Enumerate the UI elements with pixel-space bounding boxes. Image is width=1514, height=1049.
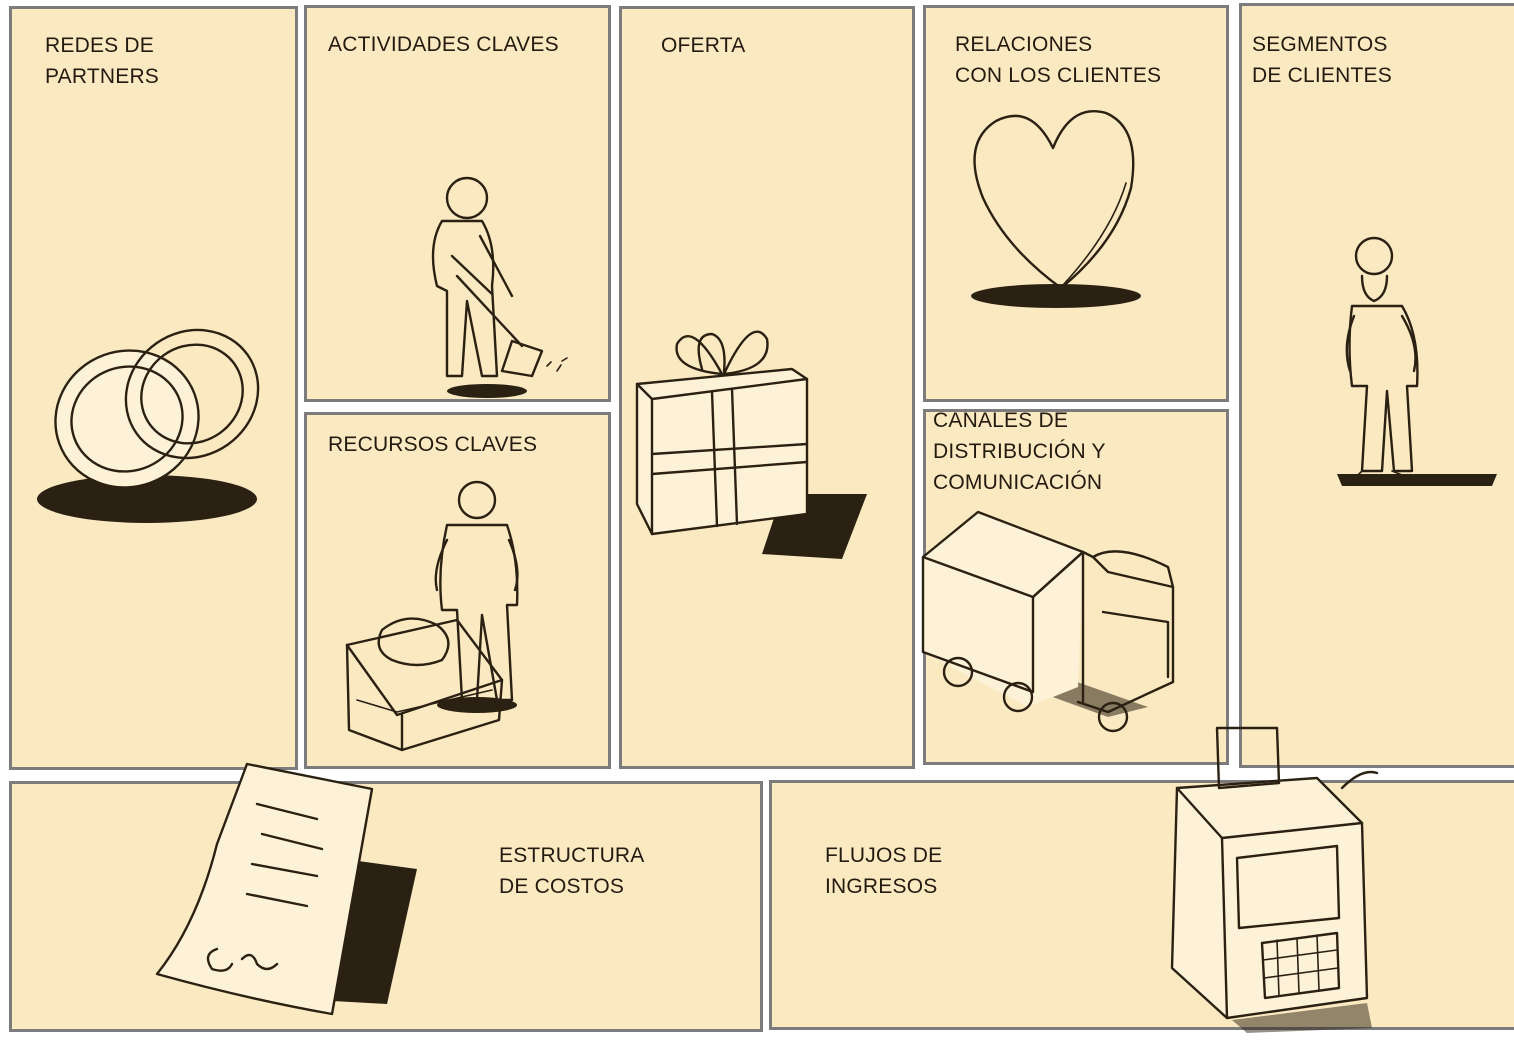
cash-register-icon (1170, 726, 1379, 1033)
gift-box-icon (635, 330, 867, 559)
person-digging-icon (431, 176, 568, 398)
block-customer-segments-label: SEGMENTOS DE CLIENTES (1252, 33, 1392, 87)
block-key-activities: ACTIVIDADES CLAVES (304, 5, 611, 402)
block-cost-structure: ESTRUCTURA DE COSTOS (9, 762, 763, 1032)
truck-icon (921, 510, 1175, 733)
block-customer-relationships: RELACIONES CON LOS CLIENTES (923, 5, 1229, 402)
block-key-resources-label: RECURSOS CLAVES (328, 433, 538, 456)
block-value-proposition-label: OFERTA (661, 34, 746, 57)
block-value-proposition: OFERTA (619, 6, 915, 769)
block-customer-relationships-label: RELACIONES CON LOS CLIENTES (955, 33, 1162, 87)
interlocked-rings-icon (37, 328, 260, 523)
heart-icon (971, 110, 1141, 308)
bill-receipt-icon (155, 762, 417, 1016)
block-customer-segments: SEGMENTOS DE CLIENTES (1239, 3, 1514, 768)
block-revenue-streams-label: FLUJOS DE INGRESOS (825, 844, 943, 898)
person-with-machine-icon (345, 480, 519, 752)
block-revenue-streams: FLUJOS DE INGRESOS (769, 726, 1514, 1033)
standing-person-icon (1337, 236, 1497, 486)
block-key-resources: RECURSOS CLAVES (304, 412, 611, 769)
block-cost-structure-label: ESTRUCTURA DE COSTOS (499, 844, 645, 898)
block-key-activities-label: ACTIVIDADES CLAVES (328, 33, 559, 56)
block-channels: CANALES DE DISTRIBUCIÓN Y COMUNICACIÓN (921, 409, 1229, 765)
block-key-partners-label: REDES DE PARTNERS (45, 34, 160, 88)
block-key-partners: REDES DE PARTNERS (9, 6, 298, 770)
block-channels-label: CANALES DE DISTRIBUCIÓN Y COMUNICACIÓN (933, 409, 1106, 494)
